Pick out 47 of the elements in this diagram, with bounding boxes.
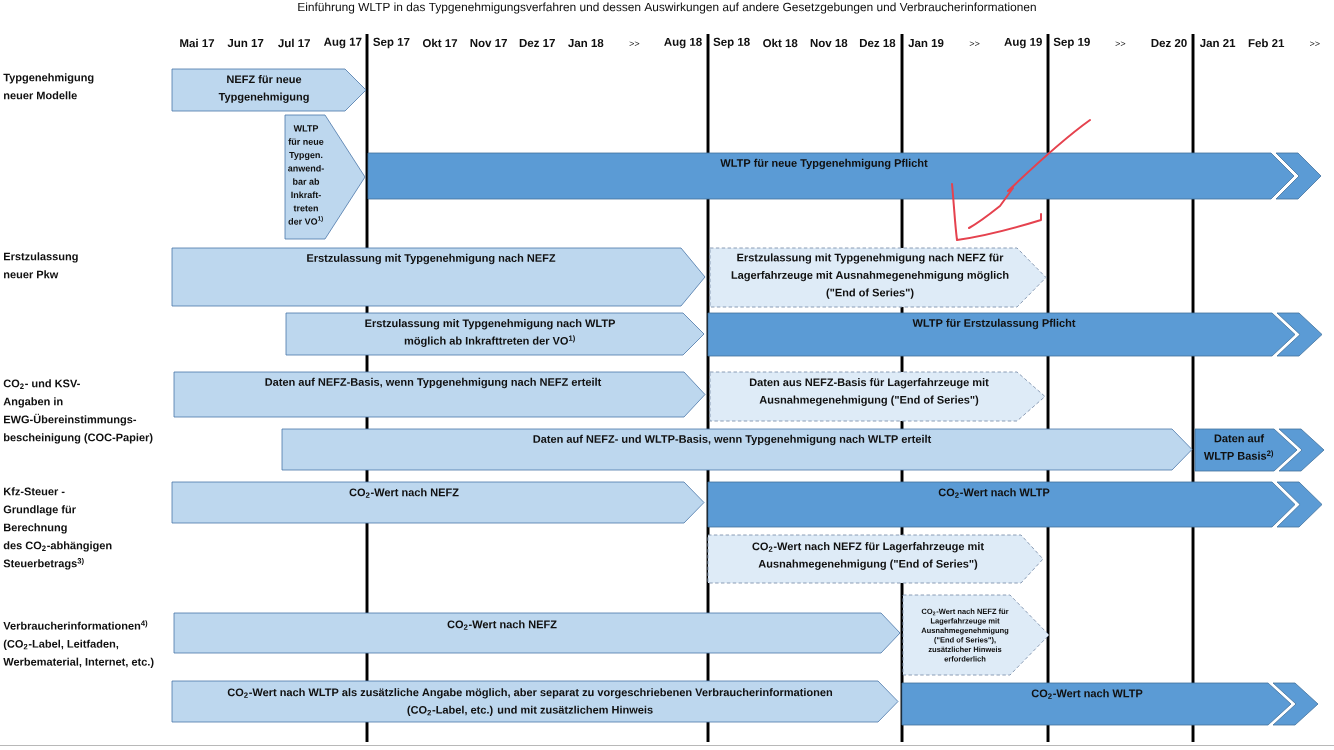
time-skip-label: >> — [1115, 41, 1126, 46]
phase-bar: Daten auf NEFZ- und WLTP-Basis, wenn Typgenehmigung nach WLTP erteilt — [281, 428, 1193, 471]
month-label: Aug 19 — [1004, 37, 1042, 49]
month-label: Aug 17 — [323, 37, 362, 49]
month-label: Mai 17 — [180, 38, 215, 48]
month-label: Nov 18 — [810, 38, 848, 48]
phase-bar: CO$_{2}$-Wert nach NEFZ — [171, 481, 705, 524]
dashed-phase-bar: CO$_{2}$-Wert nach NEFZ für Lagerfahrzeuge mit Ausnahmegenehmigung ("End of Series") — [707, 534, 1044, 584]
phase-bar: CO$_{2}$-Wert nach WLTP als zusätzliche Angabe möglich, aber separat zu vorgeschriebenen Verbraucherinformationen (CO$_{2}$-Label, etc.) und mit zusätzlichem Hinweis — [171, 680, 899, 723]
phase-bar: CO$_{2}$-Wert nach WLTP — [707, 481, 1323, 528]
phase-bar: Erstzulassung mit Typgenehmigung nach WLTP möglich ab Inkrafttreten der VO$^{1)}$ — [285, 312, 705, 356]
month-label: Jan 21 — [1199, 38, 1236, 48]
month-label: Jan 18 — [568, 38, 604, 48]
title: Einführung WLTP in das Typgenehmigungsverfahren und dessen Auswirkungen auf andere Gesetzgebungen und Verbraucherinformationen — [298, 2, 1036, 14]
month-label: Dez 17 — [519, 39, 555, 47]
dashed-phase-bar: Daten aus NEFZ-Basis für Lagerfahrzeuge mit Ausnahmegenehmigung ("End of Series") — [709, 371, 1046, 422]
month-label: Sep 19 — [1053, 37, 1090, 49]
dashed-phase-bar: Erstzulassung mit Typgenehmigung nach NEFZ für Lagerfahrzeuge mit Ausnahmegenehmigung möglich ("End of Series") — [709, 247, 1047, 308]
time-skip-label: >> — [969, 41, 980, 46]
month-label: Nov 17 — [470, 39, 507, 47]
month-label: Dez 20 — [1151, 38, 1187, 48]
phase-bar: NEFZ für neue Typgenehmigung — [171, 68, 367, 112]
month-label: Dez 18 — [859, 38, 896, 48]
month-label: Okt 18 — [763, 38, 798, 48]
time-skip-label: >> — [1310, 41, 1320, 46]
month-label: Sep 18 — [713, 37, 750, 49]
phase-bar: Daten auf WLTP Basis$^{2)}$ — [1194, 428, 1325, 472]
row-label: CO$_{2}$- und KSV- Angaben in EWG-Übereinstimmungs- bescheinigung (COC-Papier) — [3, 379, 153, 444]
phase-bar: CO$_{2}$-Wert nach NEFZ — [173, 612, 901, 654]
row-label: Typgenehmigung neuer Modelle — [3, 73, 94, 100]
month-label: Jun 17 — [227, 39, 264, 47]
month-label: Okt 17 — [422, 38, 458, 48]
phase-bar: CO$_{2}$-Wert nach WLTP — [901, 682, 1319, 726]
month-label: Sep 17 — [373, 37, 410, 49]
row-label: Erstzulassung neuer Pkw — [4, 252, 78, 279]
phase-bar: Daten auf NEFZ-Basis, wenn Typgenehmigung nach NEFZ erteilt — [173, 371, 706, 418]
month-label: Jan 19 — [908, 38, 944, 48]
row-label: Kfz-Steuer - Grundlage für Berechnung des CO$_{2}$-abhängigen Steuerbetrags$^{3)}$ — [3, 487, 112, 570]
phase-bar: WLTP für neue Typgen. anwend- bar ab Inkraft- treten der VO$^{1)}$ — [284, 114, 366, 240]
phase-bar: WLTP für neue Typgenehmigung Pflicht — [367, 152, 1322, 200]
phase-bar: WLTP für Erstzulassung Pflicht — [707, 312, 1323, 357]
month-label: Aug 18 — [664, 37, 702, 49]
month-label: Feb 21 — [1248, 38, 1285, 48]
row-label: Verbraucherinformationen$^{4)}$ (CO$_{2}$-Label, Leitfaden, Werbematerial, Internet, etc.) — [3, 620, 154, 668]
month-label: Jul 17 — [278, 38, 310, 48]
phase-bar: Erstzulassung mit Typgenehmigung nach NEFZ — [171, 247, 706, 307]
time-skip-label: >> — [629, 41, 640, 46]
